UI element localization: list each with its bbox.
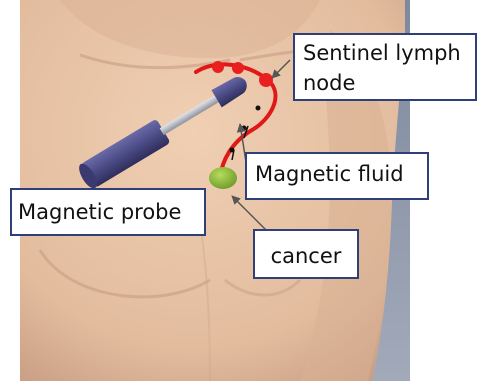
magnetic-probe-label: Magnetic probe bbox=[10, 188, 206, 236]
fluid-particle bbox=[256, 106, 261, 111]
tumor bbox=[209, 167, 237, 189]
magnetic-fluid-label: Magnetic fluid bbox=[245, 152, 429, 200]
sentinel-label-line1: Sentinel lymph bbox=[303, 41, 461, 65]
sentinel-lymph-node-label: Sentinel lymph node bbox=[293, 33, 477, 101]
magnetic-fluid-text: Magnetic fluid bbox=[255, 162, 404, 186]
sentinel-label-line2: node bbox=[303, 71, 355, 95]
cancer-label: cancer bbox=[253, 229, 359, 279]
lymph-node bbox=[232, 62, 244, 74]
fluid-particle bbox=[242, 126, 247, 131]
cancer-text: cancer bbox=[271, 244, 342, 268]
sentinel-node bbox=[259, 73, 273, 87]
lymph-node bbox=[212, 61, 224, 73]
magnetic-probe-text: Magnetic probe bbox=[18, 200, 181, 224]
